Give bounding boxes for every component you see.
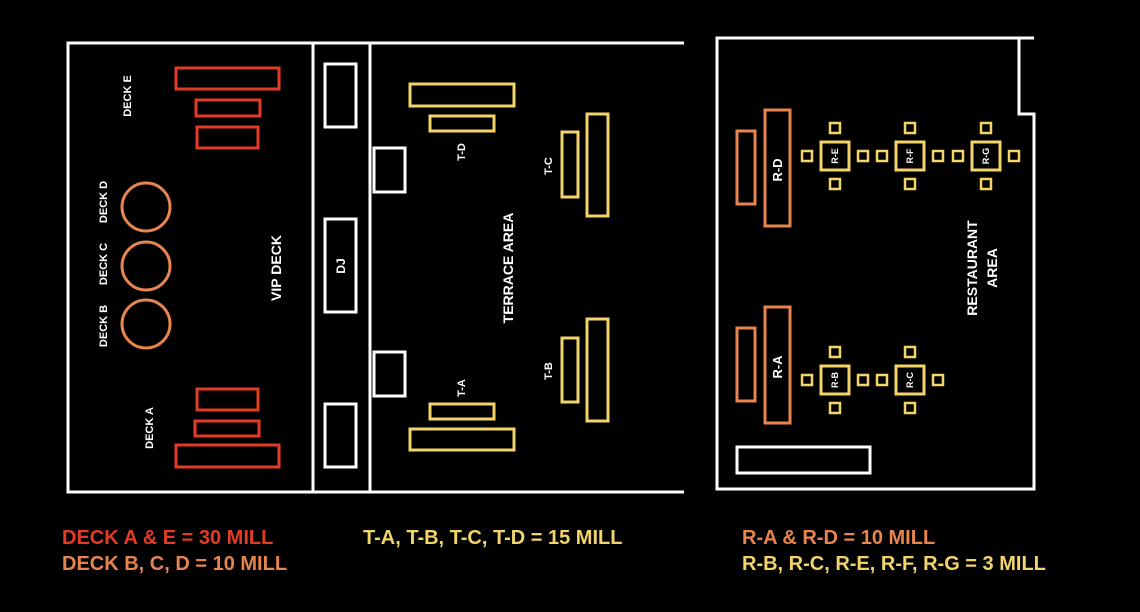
- t-d-table-1[interactable]: [408, 82, 516, 108]
- r-b-table-group[interactable]: R-B: [800, 345, 870, 415]
- deck-a-tables[interactable]: [174, 387, 281, 469]
- r-b-chair-bottom: [828, 401, 842, 415]
- legend-deck: DECK A & E = 30 MILL DECK B, C, D = 10 M…: [62, 525, 287, 577]
- dj-corridor: [323, 62, 407, 469]
- r-a-label: R-A: [770, 355, 785, 379]
- r-c-chair-right: [931, 373, 945, 387]
- dj-booth[interactable]: [323, 217, 358, 314]
- r-b-table[interactable]: [819, 364, 851, 396]
- legend-restaurant-large: R-A & R-D = 10 MILL: [742, 527, 936, 549]
- terrace-box-top: [372, 146, 407, 194]
- deck-a-table-3[interactable]: [174, 443, 281, 469]
- deck-a-table-1[interactable]: [195, 387, 260, 412]
- r-e-chair-bottom: [828, 177, 842, 191]
- deck-d-label: DECK D: [98, 181, 110, 223]
- deck-e-label: DECK E: [122, 75, 134, 117]
- r-b-chair-right: [856, 373, 870, 387]
- t-b-table-2[interactable]: [585, 317, 610, 423]
- r-g-label: R-G: [981, 148, 991, 165]
- deck-a-table-2[interactable]: [193, 419, 261, 438]
- r-f-table[interactable]: [894, 140, 926, 172]
- legend-restaurant: R-A & R-D = 10 MILL R-B, R-C, R-E, R-F, …: [742, 525, 1046, 577]
- r-e-chair-left: [800, 149, 814, 163]
- r-e-table[interactable]: [819, 140, 851, 172]
- t-c-label: T-C: [543, 157, 555, 175]
- r-e-chair-top: [828, 121, 842, 135]
- r-f-chair-left: [875, 149, 889, 163]
- dj-label: DJ: [334, 258, 348, 273]
- terrace-box-bottom: [372, 350, 407, 398]
- r-d-side-table[interactable]: [735, 129, 757, 206]
- r-c-label: R-C: [905, 372, 915, 388]
- deck-d-table[interactable]: [120, 181, 172, 233]
- restaurant-area-label-line1: RESTAURANT: [964, 220, 980, 316]
- r-d-table[interactable]: [763, 108, 792, 228]
- r-b-chair-left: [800, 373, 814, 387]
- r-c-chair-left: [875, 373, 889, 387]
- terrace-tables[interactable]: [408, 82, 610, 452]
- t-c-table-1[interactable]: [560, 130, 580, 199]
- r-g-chair-left: [951, 149, 965, 163]
- t-b-label: T-B: [543, 362, 555, 380]
- deck-e-table-1[interactable]: [174, 66, 281, 91]
- r-g-table-group[interactable]: R-G: [951, 121, 1021, 191]
- r-g-chair-top: [979, 121, 993, 135]
- r-c-chair-bottom: [903, 401, 917, 415]
- legend-terrace: T-A, T-B, T-C, T-D = 15 MILL: [363, 525, 622, 551]
- r-f-chair-bottom: [903, 177, 917, 191]
- restaurant-building: [715, 36, 1036, 491]
- deck-e-tables[interactable]: [174, 66, 281, 150]
- restaurant-small-tables[interactable]: R-E R-F R-G R-B R-C: [800, 121, 1021, 415]
- r-d-label: R-D: [770, 158, 785, 181]
- corridor-box-top: [323, 62, 358, 129]
- deck-e-table-3[interactable]: [195, 125, 260, 150]
- r-f-chair-right: [931, 149, 945, 163]
- r-f-chair-top: [903, 121, 917, 135]
- restaurant-area-label-line2: AREA: [984, 248, 1000, 288]
- deck-c-table[interactable]: [120, 240, 172, 292]
- r-g-chair-bottom: [979, 177, 993, 191]
- r-e-table-group[interactable]: R-E: [800, 121, 870, 191]
- r-b-chair-top: [828, 345, 842, 359]
- t-a-table-1[interactable]: [428, 402, 496, 421]
- r-b-label: R-B: [830, 372, 840, 388]
- deck-b-table[interactable]: [120, 298, 172, 350]
- t-a-label: T-A: [456, 379, 468, 397]
- deck-b-label: DECK B: [98, 305, 110, 347]
- r-g-chair-right: [1007, 149, 1021, 163]
- deck-e-table-2[interactable]: [194, 98, 262, 118]
- r-a-side-table[interactable]: [735, 326, 757, 403]
- r-c-table-group[interactable]: R-C: [875, 345, 945, 415]
- restaurant-counter: [735, 445, 872, 475]
- terrace-area-label: TERRACE AREA: [500, 213, 516, 324]
- deck-circles[interactable]: [120, 181, 172, 350]
- t-b-table-1[interactable]: [560, 336, 580, 404]
- restaurant-large-tables[interactable]: [735, 108, 792, 425]
- r-f-label: R-F: [905, 148, 915, 163]
- r-e-label: R-E: [830, 148, 840, 164]
- deck-c-label: DECK C: [98, 243, 110, 285]
- legend-deck-standard: DECK B, C, D = 10 MILL: [62, 553, 288, 575]
- r-g-table[interactable]: [970, 140, 1002, 172]
- r-e-chair-right: [856, 149, 870, 163]
- r-a-table[interactable]: [763, 305, 792, 425]
- restaurant-outline: [715, 36, 1036, 491]
- t-d-label: T-D: [456, 143, 468, 161]
- r-c-table[interactable]: [894, 364, 926, 396]
- r-f-table-group[interactable]: R-F: [875, 121, 945, 191]
- legend-terrace-price: T-A, T-B, T-C, T-D = 15 MILL: [363, 527, 623, 549]
- vip-deck-label: VIP DECK: [268, 235, 284, 301]
- corridor-box-bottom: [323, 402, 358, 469]
- r-c-chair-top: [903, 345, 917, 359]
- left-building-outline: [66, 41, 684, 494]
- deck-a-label: DECK A: [144, 407, 156, 449]
- legend-deck-premium: DECK A & E = 30 MILL: [62, 527, 274, 549]
- left-building: [66, 41, 684, 494]
- legend-restaurant-small: R-B, R-C, R-E, R-F, R-G = 3 MILL: [742, 553, 1046, 575]
- t-d-table-2[interactable]: [428, 114, 496, 133]
- t-c-table-2[interactable]: [585, 112, 610, 218]
- t-a-table-2[interactable]: [408, 427, 516, 452]
